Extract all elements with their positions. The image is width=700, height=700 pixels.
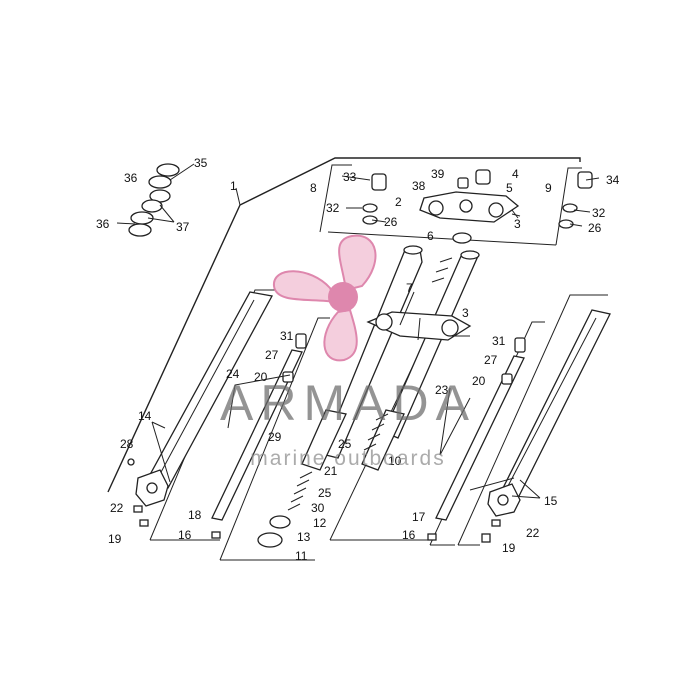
leader-lines (116, 163, 600, 499)
callout-20: 20 (254, 370, 268, 384)
callout-13: 13 (297, 530, 311, 544)
callout-1: 1 (230, 179, 237, 193)
callout-5: 5 (506, 181, 513, 195)
callout-36: 36 (96, 217, 110, 231)
callout-27: 27 (484, 353, 498, 367)
left-fork-cap-parts (362, 173, 387, 225)
callout-labels: 1 2 3 3 4 5 6 7 8 9 10 11 12 13 14 15 16… (96, 156, 620, 563)
lower-triple-clamp (366, 311, 472, 341)
propeller-icon (272, 234, 377, 362)
watermark-brand: ARMADA (220, 375, 476, 431)
right-inner-tube (435, 337, 526, 521)
callout-16: 16 (402, 528, 416, 542)
callout-3: 3 (462, 306, 469, 320)
callout-10: 10 (388, 454, 402, 468)
callout-3: 3 (514, 217, 521, 231)
callout-30: 30 (311, 501, 325, 515)
armada-watermark: ARMADA marine outboards (220, 375, 476, 470)
callout-26: 26 (588, 221, 602, 235)
callout-7: 7 (406, 281, 413, 295)
callout-9: 9 (545, 181, 552, 195)
callout-36: 36 (124, 171, 138, 185)
callout-32: 32 (592, 206, 606, 220)
callout-38: 38 (412, 179, 426, 193)
callout-33: 33 (343, 170, 357, 184)
callout-39: 39 (431, 167, 445, 181)
left-inner-tube (211, 333, 307, 521)
callout-31: 31 (280, 329, 294, 343)
callout-23: 23 (435, 383, 449, 397)
callout-8: 8 (310, 181, 317, 195)
callout-25: 25 (318, 486, 332, 500)
callout-22: 22 (526, 526, 540, 540)
callout-31: 31 (492, 334, 506, 348)
callout-6: 6 (427, 229, 434, 243)
callout-19: 19 (108, 532, 122, 546)
upper-triple-clamp (419, 169, 520, 244)
callout-34: 34 (606, 173, 620, 187)
callout-29: 29 (268, 430, 282, 444)
callout-24: 24 (226, 367, 240, 381)
callout-37: 37 (176, 220, 190, 234)
callout-14: 14 (138, 409, 152, 423)
callout-35: 35 (194, 156, 208, 170)
watermark-tagline: marine outboards (250, 447, 445, 470)
callout-17: 17 (412, 510, 426, 524)
callout-12: 12 (313, 516, 327, 530)
callout-19: 19 (502, 541, 516, 555)
callout-11: 11 (295, 549, 308, 563)
right-fork-cap-parts (558, 171, 593, 229)
assembly-outline-frames (107, 157, 608, 561)
callout-22: 22 (110, 501, 124, 515)
callout-27: 27 (265, 348, 279, 362)
callout-25: 25 (338, 437, 352, 451)
callout-15: 15 (544, 494, 558, 508)
fasteners (127, 213, 521, 548)
steering-bearing-set (128, 163, 180, 237)
left-fork-slider (135, 291, 273, 507)
callout-4: 4 (512, 167, 519, 181)
callout-18: 18 (188, 508, 202, 522)
callout-20: 20 (472, 374, 486, 388)
callout-2: 2 (395, 195, 402, 209)
callout-26: 26 (384, 215, 398, 229)
right-fork-slider (487, 309, 611, 517)
callout-32: 32 (326, 201, 340, 215)
upper-fork-tubes (287, 245, 480, 511)
callout-16: 16 (178, 528, 192, 542)
callout-28: 28 (120, 437, 134, 451)
callout-21: 21 (324, 464, 338, 478)
